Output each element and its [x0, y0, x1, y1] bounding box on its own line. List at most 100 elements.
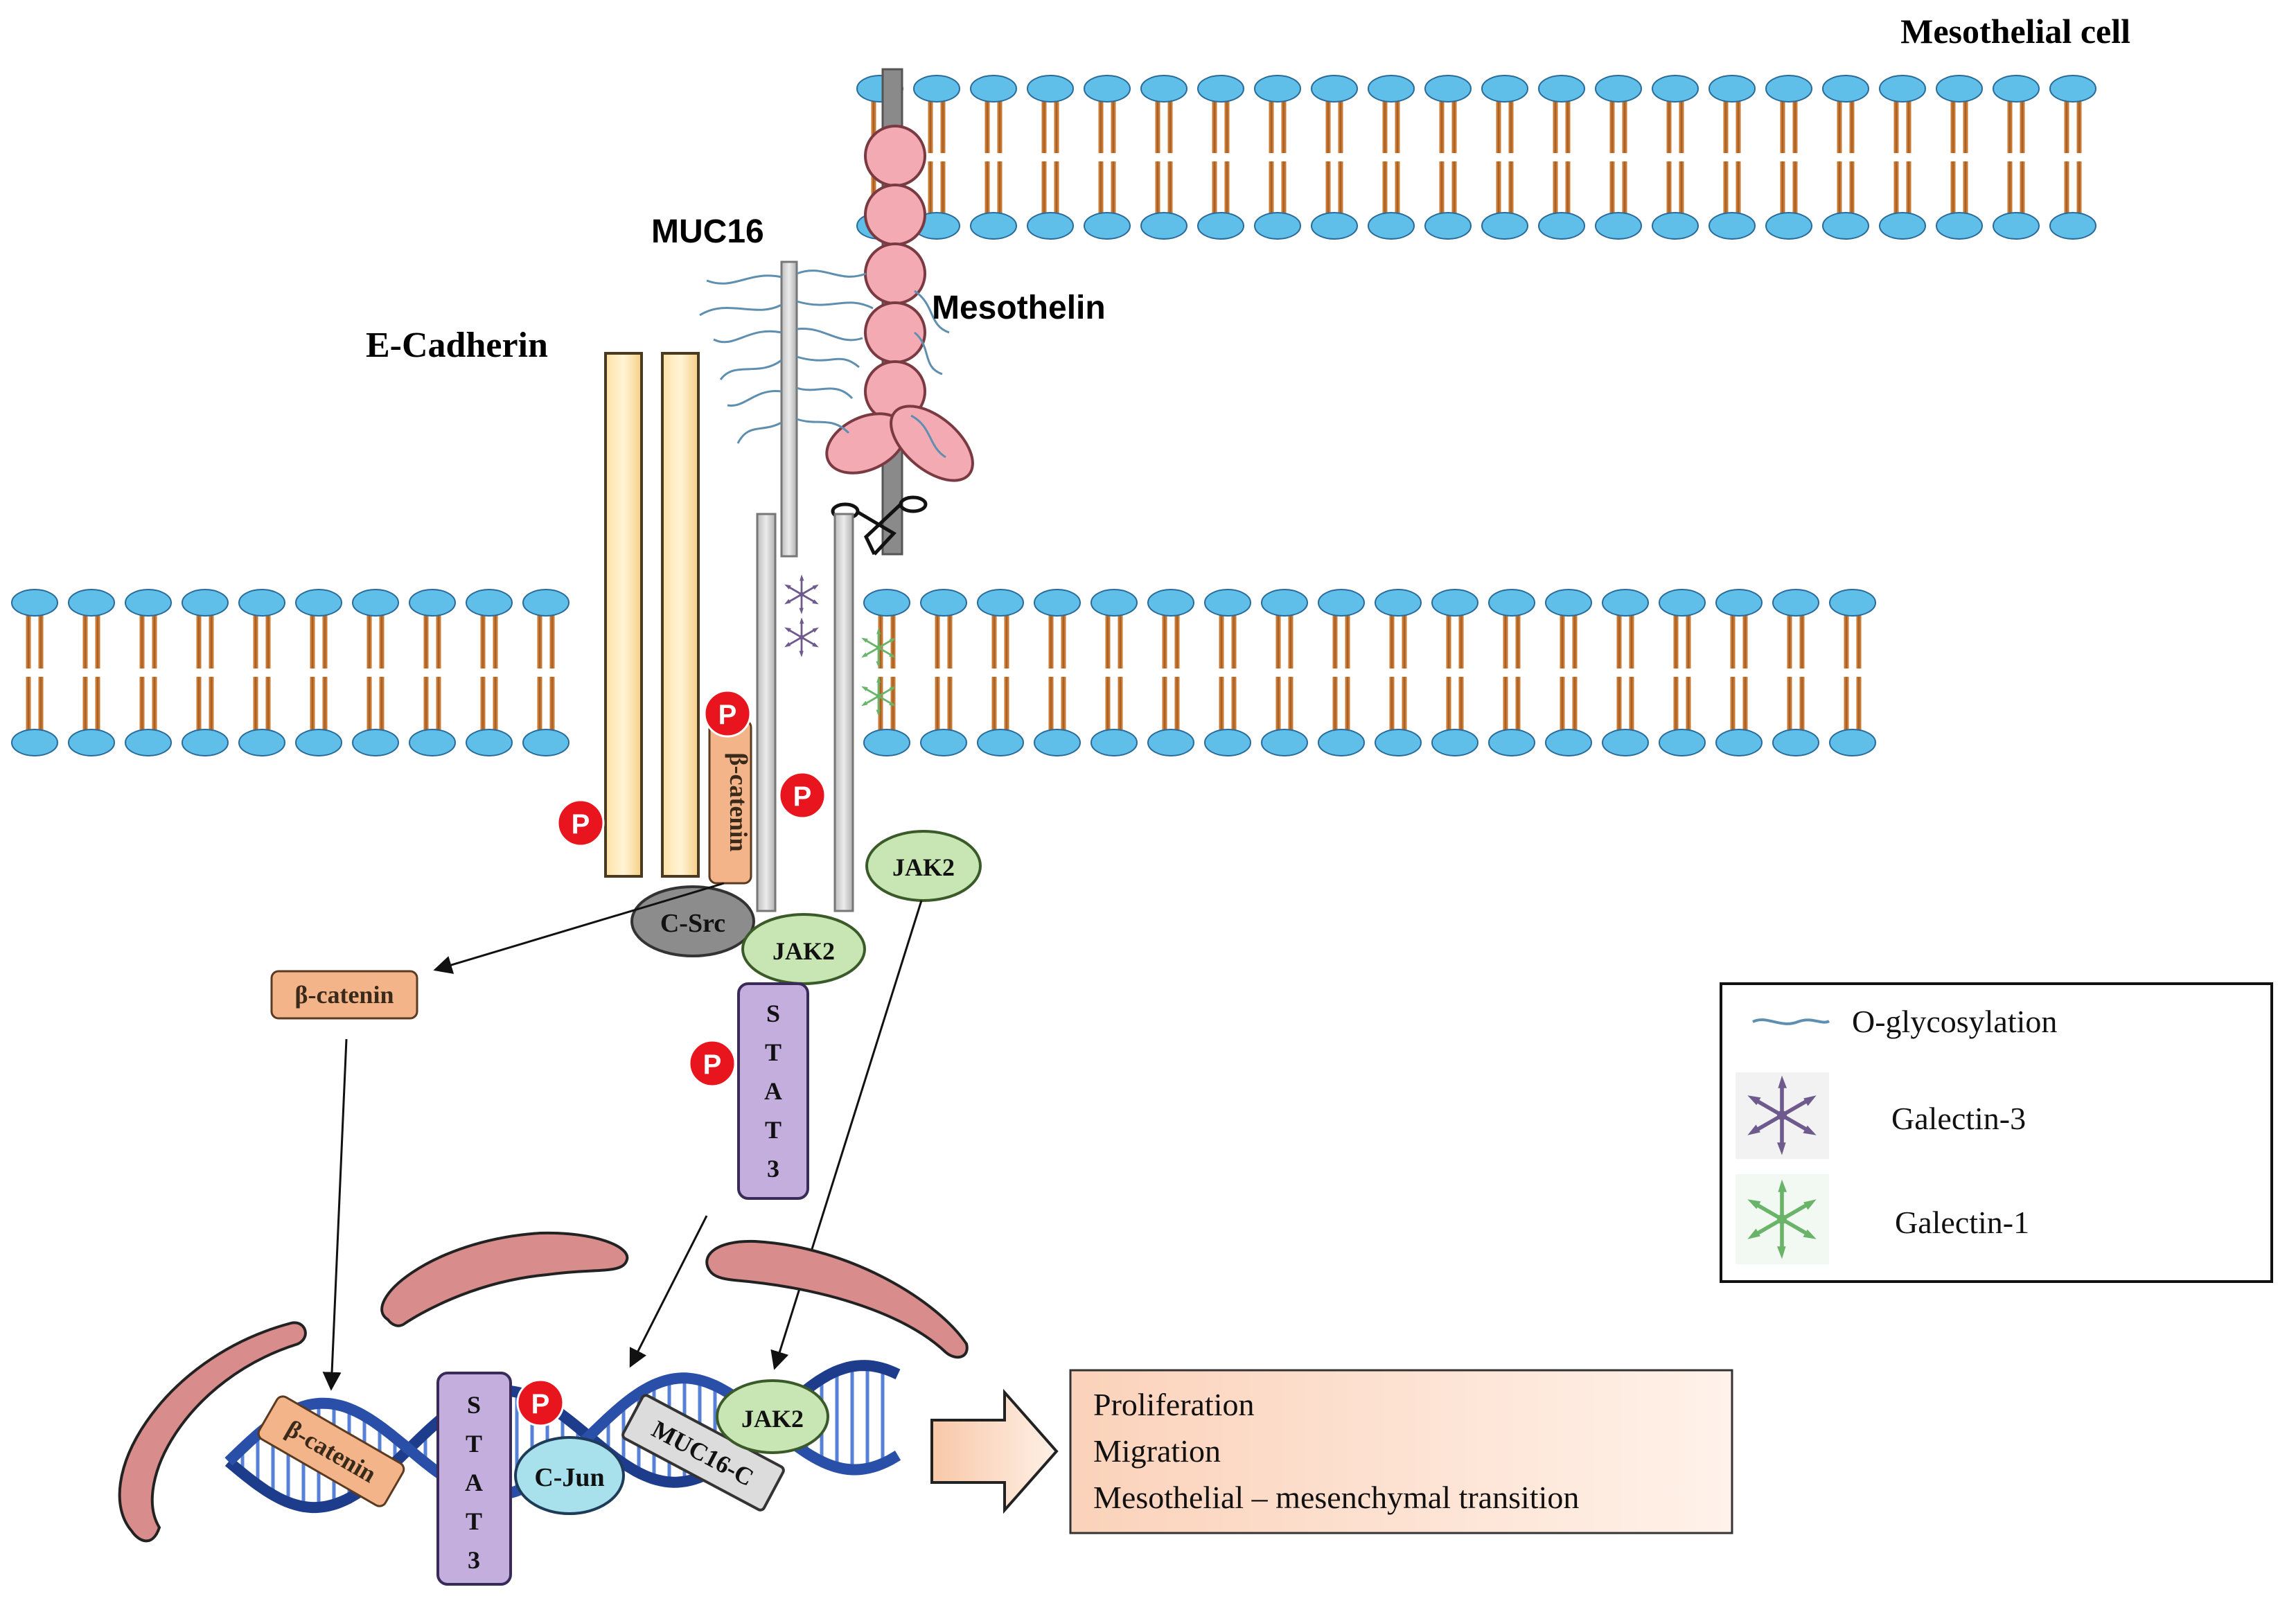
e-cadherin-protein	[604, 352, 700, 878]
lipid	[1431, 589, 1478, 756]
lipid	[1602, 589, 1649, 756]
lipid	[522, 589, 569, 756]
beta-catenin-membrane: β-catenin	[708, 719, 752, 885]
jak2-cytoplasm: JAK2	[865, 830, 982, 902]
stat3-letter: T	[466, 1507, 482, 1535]
lipid	[1708, 75, 1756, 240]
c-src-label: C-Src	[660, 909, 725, 938]
svg-text:P: P	[703, 1050, 722, 1080]
e-cadherin-label: E-Cadherin	[366, 326, 548, 365]
outcome-proliferation: Proliferation	[1093, 1387, 1255, 1422]
lipid	[1140, 75, 1187, 240]
phospho-markers: P P P P P	[516, 689, 827, 1427]
jak2-cytoplasm-label: JAK2	[892, 853, 955, 881]
lipid	[1090, 589, 1138, 756]
lipid	[1147, 589, 1194, 756]
nuclear-envelope	[118, 1231, 969, 1543]
lipid	[1318, 589, 1365, 756]
c-jun-label: C-Jun	[534, 1463, 604, 1492]
lipid	[1936, 75, 1983, 240]
phospho-marker-beta-catenin: P	[703, 689, 752, 738]
lipid	[1879, 75, 1926, 240]
svg-text:P: P	[718, 700, 737, 730]
mesothelin-label: Mesothelin	[932, 290, 1106, 326]
legend-label-galectin-3: Galectin-3	[1891, 1101, 2026, 1136]
stat3-letter: T	[466, 1430, 482, 1458]
lipid	[977, 589, 1024, 756]
lipid	[920, 589, 967, 756]
jak2-membrane: JAK2	[741, 913, 866, 985]
legend-label-o-glycosylation: O-glycosylation	[1852, 1004, 2057, 1039]
o-glycosylation-line-icon	[1752, 1018, 1830, 1025]
lipid	[1424, 75, 1472, 240]
galectin-1-cluster	[861, 628, 896, 716]
lipid	[1545, 589, 1592, 756]
lipid	[1027, 75, 1074, 240]
stat3-letter: 3	[767, 1155, 779, 1183]
lipid	[1084, 75, 1131, 240]
stat3-letter: T	[765, 1038, 781, 1066]
lipid	[1772, 589, 1819, 756]
scissors-icon	[831, 495, 928, 556]
lipid	[1538, 75, 1585, 240]
lipid	[125, 589, 172, 756]
lipid	[1822, 75, 1869, 240]
lipid	[466, 589, 513, 756]
o-glycosylation-chains	[699, 269, 950, 459]
lipid	[182, 589, 229, 756]
legend-label-galectin-1: Galectin-1	[1895, 1205, 2029, 1240]
stat3-letter: 3	[468, 1546, 480, 1574]
legend-box: O-glycosylation Galectin-3 Galectin-1	[1720, 982, 2273, 1283]
svg-text:P: P	[572, 809, 590, 840]
c-jun-protein: C-Jun	[514, 1436, 625, 1515]
jak2-dna: JAK2	[716, 1379, 829, 1454]
beta-catenin-cytoplasm-label: β-catenin	[295, 981, 394, 1009]
beta-catenin-dna: β-catenin	[257, 1395, 405, 1507]
lipid	[409, 589, 456, 756]
outcome-mmt: Mesothelial – mesenchymal transition	[1093, 1480, 1579, 1515]
lipid	[352, 589, 399, 756]
mesothelial-cell-membrane	[856, 75, 2096, 240]
lipid	[1652, 75, 1699, 240]
stat3-letter: T	[765, 1116, 781, 1144]
lipid	[238, 589, 285, 756]
outcomes-box: Proliferation Migration Mesothelial – me…	[1069, 1369, 1733, 1534]
lipid	[1993, 75, 2040, 240]
lipid	[2049, 75, 2096, 240]
lipid	[1261, 589, 1308, 756]
lipid	[863, 589, 910, 756]
lipid	[970, 75, 1017, 240]
mesothelial-cell-label: Mesothelial cell	[1900, 12, 2130, 51]
lipid	[1829, 589, 1876, 756]
galectin-1-icon	[1747, 1179, 1817, 1259]
stat3-letter: A	[764, 1077, 782, 1105]
ovarian-cancer-cell-membrane	[11, 589, 1876, 756]
lipid	[1204, 589, 1251, 756]
lipid	[1659, 589, 1706, 756]
muc16-protein	[756, 260, 854, 912]
phospho-marker-muc16: P	[778, 771, 827, 820]
lipid	[1488, 589, 1535, 756]
svg-text:P: P	[793, 781, 812, 812]
svg-text:P: P	[531, 1389, 550, 1419]
lipid	[1197, 75, 1244, 240]
phospho-marker-ecadherin: P	[556, 799, 605, 847]
jak2-dna-label: JAK2	[741, 1405, 804, 1433]
lipid	[1311, 75, 1358, 240]
outcome-block-arrow	[930, 1388, 1059, 1514]
lipid	[1375, 589, 1422, 756]
jak2-membrane-label: JAK2	[772, 937, 835, 965]
muc16-label: MUC16	[651, 213, 764, 250]
beta-catenin-cytoplasm: β-catenin	[270, 970, 418, 1020]
lipid	[11, 589, 58, 756]
phospho-marker-stat3: P	[688, 1039, 736, 1088]
c-src-protein: C-Src	[630, 885, 755, 957]
stat3-letter: A	[465, 1469, 483, 1496]
lipid	[1034, 589, 1081, 756]
lipid	[295, 589, 342, 756]
lipid	[1765, 75, 1812, 240]
outcome-migration: Migration	[1093, 1433, 1221, 1469]
